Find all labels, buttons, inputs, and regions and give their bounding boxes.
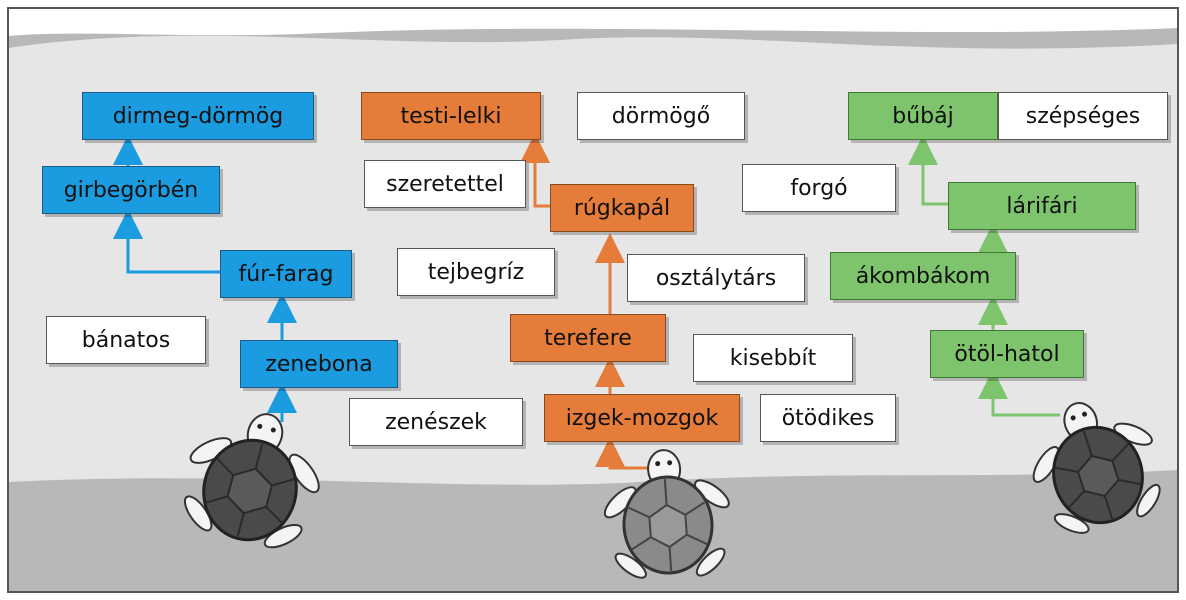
word-izgek-mozgok[interactable]: izgek-mozgok bbox=[544, 394, 740, 442]
word-rugkapal[interactable]: rúgkapál bbox=[550, 184, 694, 232]
top-strip bbox=[8, 8, 1178, 36]
word-girbegorben[interactable]: girbegörbén bbox=[42, 166, 220, 214]
word-tejbegriz[interactable]: tejbegríz bbox=[397, 248, 555, 296]
blue-arrow-3 bbox=[113, 209, 220, 274]
green-arrow-4 bbox=[908, 135, 948, 206]
green-path-connectors bbox=[908, 135, 1060, 417]
word-bubaj[interactable]: bűbáj bbox=[848, 92, 998, 140]
word-banatos[interactable]: bánatos bbox=[46, 316, 206, 364]
word-osztalytars[interactable]: osztálytárs bbox=[627, 254, 805, 302]
word-testi-lelki[interactable]: testi-lelki bbox=[361, 92, 541, 140]
green-arrow-1 bbox=[978, 369, 1060, 417]
orange-arrow-1 bbox=[595, 437, 655, 470]
word-otodikes[interactable]: ötödikes bbox=[760, 394, 896, 442]
word-otol-hatol[interactable]: ötöl-hatol bbox=[930, 330, 1084, 378]
turtle-center-icon bbox=[603, 449, 730, 579]
word-zenebona[interactable]: zenebona bbox=[240, 340, 398, 388]
orange-path-connectors bbox=[520, 133, 655, 470]
orange-arrow-4 bbox=[520, 133, 550, 208]
word-szepseges[interactable]: szépséges bbox=[998, 92, 1168, 140]
word-dormogo[interactable]: dörmögő bbox=[577, 92, 745, 140]
turtle-left-icon bbox=[183, 413, 320, 549]
word-dirmeg-dormog[interactable]: dirmeg-dörmög bbox=[82, 92, 314, 140]
blue-path-connectors bbox=[113, 135, 297, 422]
word-terefere[interactable]: terefere bbox=[510, 314, 666, 362]
frame bbox=[7, 7, 1179, 593]
word-fur-farag[interactable]: fúr-farag bbox=[220, 250, 352, 298]
turtle-right-icon bbox=[1032, 402, 1161, 534]
word-kisebbit[interactable]: kisebbít bbox=[693, 334, 853, 382]
word-larifari[interactable]: lárifári bbox=[948, 182, 1136, 230]
word-forgo[interactable]: forgó bbox=[742, 164, 896, 212]
word-zeneszek[interactable]: zenészek bbox=[349, 398, 523, 446]
word-szeretettel[interactable]: szeretettel bbox=[364, 160, 526, 208]
word-akombakom[interactable]: ákombákom bbox=[830, 252, 1016, 300]
